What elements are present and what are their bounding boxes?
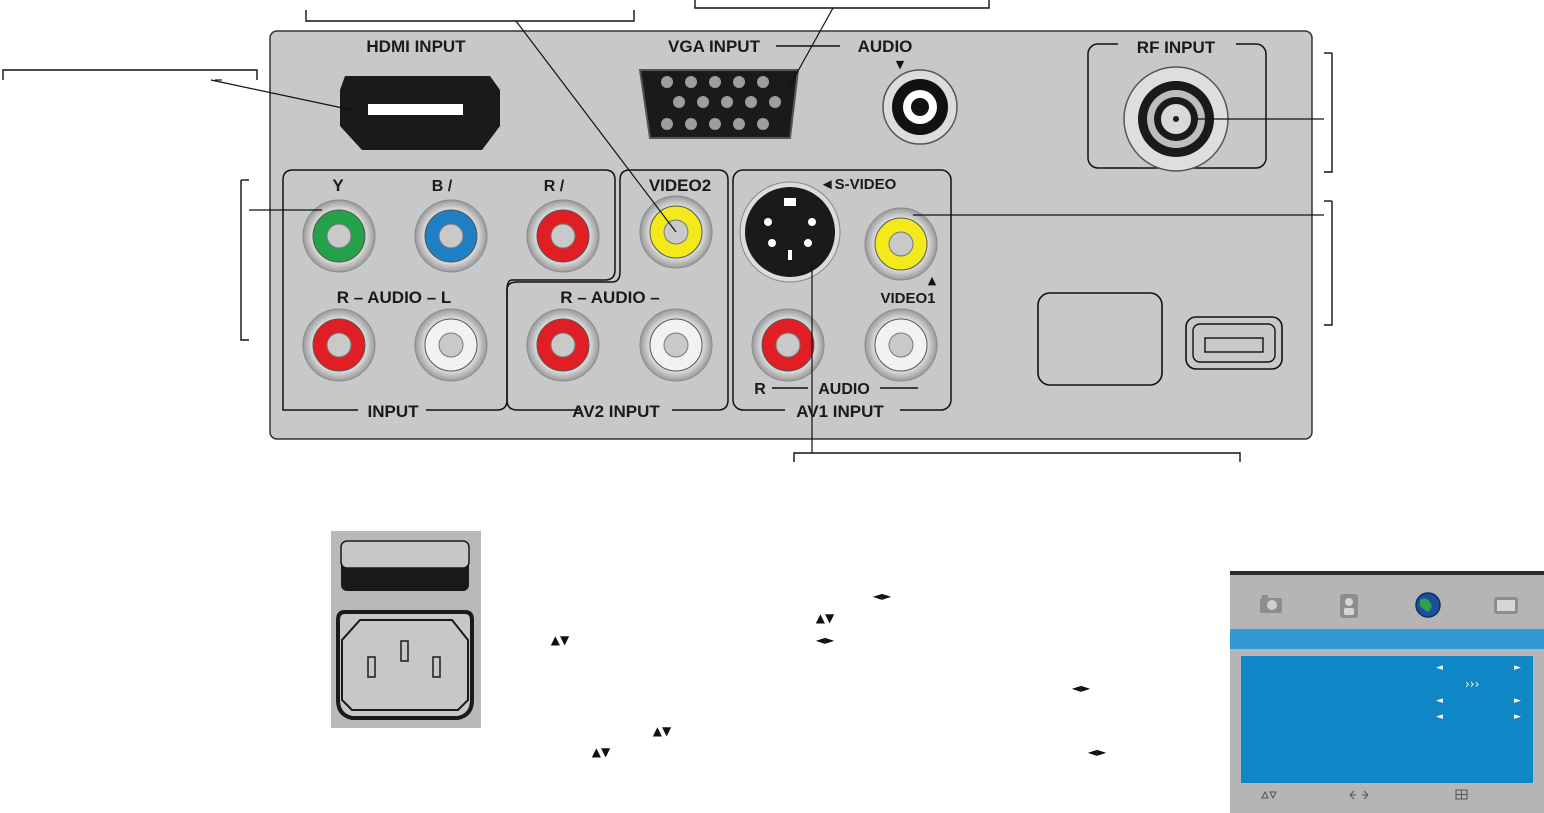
usb-port [1185, 316, 1283, 370]
osd-row3-right-arrow: ► [1514, 696, 1521, 706]
camera-icon [1260, 595, 1282, 613]
pb-label: B / [432, 178, 453, 195]
hdmi-input-label: HDMI INPUT [366, 37, 466, 56]
leader-lines [210, 7, 1324, 453]
vga-pin [661, 76, 673, 88]
svideo-label: ◄S-VIDEO [820, 176, 897, 193]
video1-label: VIDEO1 [880, 290, 935, 307]
osd-row2-submenu-marker: ››› [1465, 677, 1479, 691]
vga-pin [733, 118, 745, 130]
osd-row4-left-arrow: ◄ [1436, 712, 1443, 722]
rca-jacks [302, 195, 938, 382]
av2-audio-label: R – AUDIO – [560, 288, 660, 307]
person-icon [1340, 594, 1358, 618]
rf-input-label: RF INPUT [1137, 38, 1216, 57]
up-arrow-icon: ▲ [928, 274, 937, 287]
up-down-arrows-icon: ▲▼ [551, 633, 570, 647]
component-input-label: INPUT [368, 402, 420, 421]
left-right-icon [1349, 790, 1369, 800]
rf-port [1123, 66, 1229, 172]
osd-menu: ◄ ► ››› ◄ ► ◄ ► [1230, 571, 1544, 813]
av1-input-label: AV1 INPUT [796, 402, 884, 421]
av2-group-frame [506, 169, 729, 411]
vga-pin [745, 96, 757, 108]
vga-pin [757, 118, 769, 130]
vga-pin [685, 118, 697, 130]
left-right-arrows-icon: ◄► [1072, 681, 1091, 695]
svideo-port [739, 181, 841, 283]
instruction-arrows: ◄► ▲▼ ▲▼ ◄► ◄► ▲▼ ▲▼ ◄► [551, 589, 1107, 759]
vga-pin [709, 118, 721, 130]
up-down-arrows-icon: ▲▼ [653, 724, 672, 738]
power-socket [336, 610, 474, 720]
vga-audio-jack [882, 69, 958, 145]
vga-audio-label: AUDIO [858, 37, 913, 56]
osd-row3-left-arrow: ◄ [1436, 696, 1443, 706]
y-label: Y [332, 176, 344, 195]
av1-audio-l-jack [864, 308, 938, 382]
left-right-arrows-icon: ◄► [816, 633, 835, 647]
left-right-arrows-icon: ◄► [873, 589, 892, 603]
vga-pin [721, 96, 733, 108]
pr-jack [526, 199, 600, 273]
y-jack [302, 199, 376, 273]
osd-row4-right-arrow: ► [1514, 712, 1521, 722]
component-audio-l-jack [414, 308, 488, 382]
av2-audio-l-jack [639, 308, 713, 382]
hdmi-port [340, 76, 500, 150]
av1-audio-label: AUDIO [818, 381, 870, 398]
component-audio-r-jack [302, 308, 376, 382]
osd-row1-right-arrow: ► [1514, 663, 1521, 673]
osd-row1-left-arrow: ◄ [1436, 663, 1443, 673]
video2-label: VIDEO2 [649, 176, 711, 195]
blank-plate [1037, 292, 1163, 386]
vga-pin [733, 76, 745, 88]
vga-pin [757, 76, 769, 88]
callout-brackets [2, 0, 1333, 462]
vga-pin [697, 96, 709, 108]
av1-audio-r-label: R [754, 381, 766, 398]
osd-content-panel [1241, 656, 1533, 783]
vga-pin [673, 96, 685, 108]
vga-pin [661, 118, 673, 130]
up-down-arrows-icon: ▲▼ [592, 745, 611, 759]
vga-pin [769, 96, 781, 108]
av1-audio-r-jack [751, 308, 825, 382]
monitor-icon [1494, 597, 1518, 614]
component-audio-label: R – AUDIO – L [337, 288, 452, 307]
pb-jack [414, 199, 488, 273]
globe-icon [1415, 592, 1441, 618]
osd-title-bar [1230, 629, 1544, 649]
up-down-icon [1261, 790, 1277, 800]
vga-pin [685, 76, 697, 88]
pr-label: R / [544, 178, 565, 195]
av2-input-label: AV2 INPUT [572, 402, 660, 421]
down-arrow-icon: ▼ [896, 58, 905, 71]
vga-pin [709, 76, 721, 88]
vga-port [638, 69, 800, 139]
video1-jack [864, 207, 938, 281]
up-down-arrows-icon: ▲▼ [816, 611, 835, 625]
left-right-arrows-icon: ◄► [1088, 745, 1107, 759]
menu-icon [1455, 789, 1468, 800]
av2-audio-r-jack [526, 308, 600, 382]
vga-input-label: VGA INPUT [668, 37, 761, 56]
